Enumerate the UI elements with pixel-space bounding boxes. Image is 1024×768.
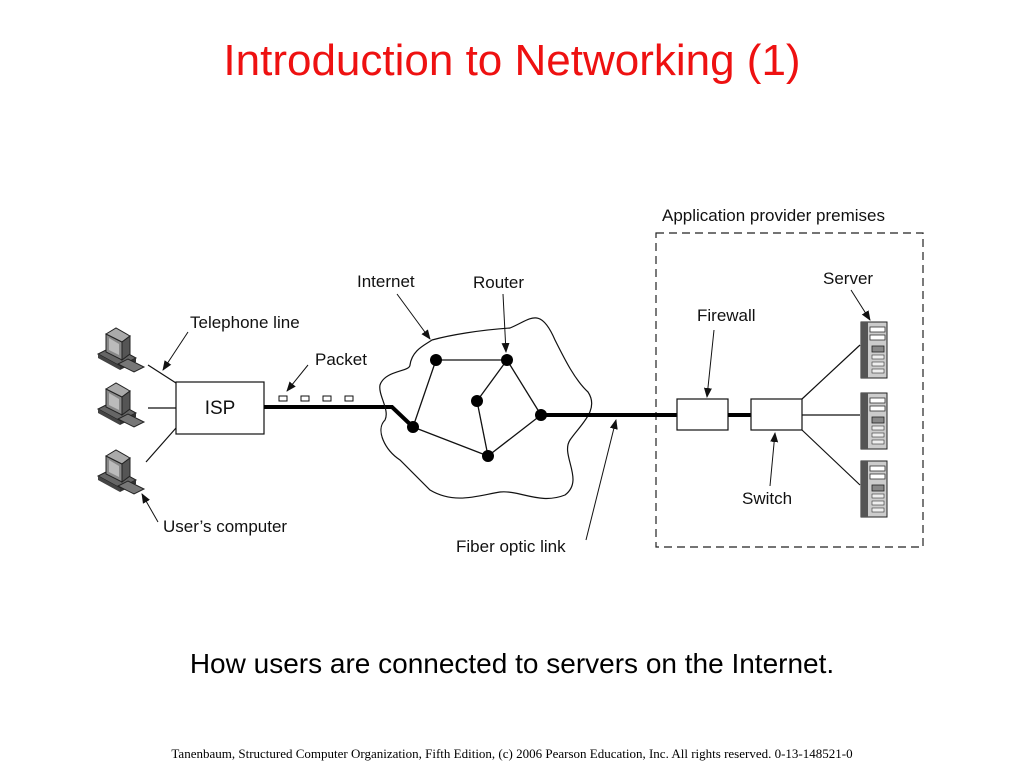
server-3 bbox=[860, 460, 888, 518]
router-node-4 bbox=[407, 421, 419, 433]
firewall-label: Firewall bbox=[697, 306, 756, 325]
server-link-1 bbox=[801, 344, 861, 400]
slide-footer: Tanenbaum, Structured Computer Organizat… bbox=[171, 746, 853, 761]
server-arrow bbox=[850, 289, 871, 321]
fiber-optic-label: Fiber optic link bbox=[456, 537, 566, 556]
router-arrow bbox=[501, 293, 510, 353]
user-computer-3 bbox=[97, 449, 145, 495]
isp-link bbox=[264, 405, 415, 429]
telephone-line-3 bbox=[145, 427, 177, 463]
slide-caption: How users are connected to servers on th… bbox=[189, 648, 835, 679]
app-premises-label: Application provider premises bbox=[662, 206, 885, 225]
router-links bbox=[412, 359, 542, 457]
firewall-arrow bbox=[703, 329, 715, 398]
fiber-optic-arrow bbox=[585, 419, 618, 541]
packet-label: Packet bbox=[315, 350, 367, 369]
switch-label: Switch bbox=[742, 489, 792, 508]
server-link-3 bbox=[801, 429, 861, 486]
packet-4 bbox=[344, 395, 354, 402]
switch-box bbox=[750, 398, 803, 431]
slide-title: Introduction to Networking (1) bbox=[223, 36, 801, 85]
router-node-3 bbox=[471, 395, 483, 407]
firewall-box bbox=[676, 398, 729, 431]
internet-cloud bbox=[379, 317, 593, 500]
telephone-line-1 bbox=[147, 364, 177, 384]
server-label: Server bbox=[823, 269, 873, 288]
users-computer-label: User’s computer bbox=[163, 517, 287, 536]
router-label: Router bbox=[473, 273, 524, 292]
user-computer-1 bbox=[97, 327, 145, 373]
switch-arrow bbox=[769, 432, 779, 487]
user-computer-2 bbox=[97, 382, 145, 428]
isp-box bbox=[175, 381, 265, 435]
telephone-line-arrow bbox=[162, 331, 189, 371]
telephone-line-label: Telephone line bbox=[190, 313, 300, 332]
packet-3 bbox=[322, 395, 332, 402]
router-node-1 bbox=[430, 354, 442, 366]
packet-1 bbox=[278, 395, 288, 402]
server-2 bbox=[860, 392, 888, 450]
internet-arrow bbox=[396, 293, 431, 340]
packet-2 bbox=[300, 395, 310, 402]
packet-arrow bbox=[286, 364, 309, 392]
server-1 bbox=[860, 321, 888, 379]
users-computer-arrow bbox=[141, 493, 159, 523]
internet-label: Internet bbox=[357, 272, 415, 291]
isp-label: ISP bbox=[205, 398, 236, 419]
app-premises-boundary bbox=[655, 232, 924, 548]
router-node-6 bbox=[482, 450, 494, 462]
router-node-2 bbox=[501, 354, 513, 366]
